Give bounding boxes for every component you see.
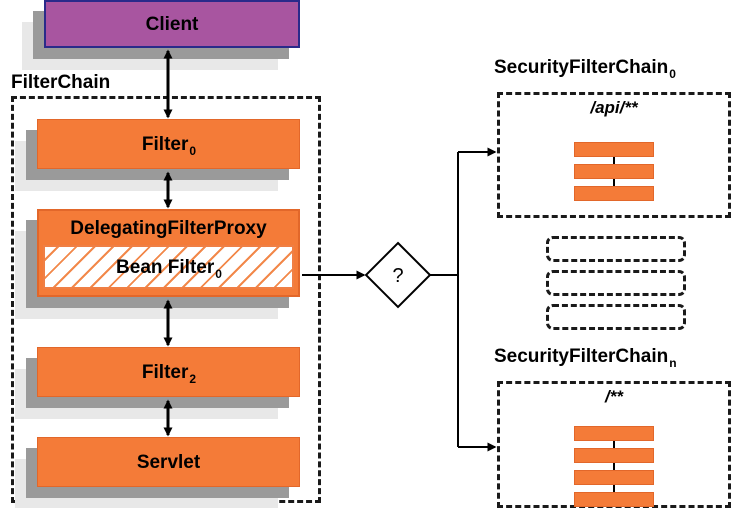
placeholder-chain-2 [546, 304, 686, 330]
security-chain-n-filter-2[interactable] [574, 470, 654, 485]
security-chain-n-connector-1 [613, 434, 615, 498]
security-chain-0-path-label: /api/** [497, 98, 731, 118]
security-chain-0-title-text: SecurityFilterChain [494, 57, 669, 78]
filter-0-label: Filter0 [141, 133, 196, 157]
client-label: Client [145, 13, 199, 35]
filter-2-label-sub: 2 [189, 371, 197, 386]
servlet-label: Servlet [136, 451, 201, 473]
filter-2-label-text: Filter [141, 361, 189, 383]
dfp-label: DelegatingFilterProxy [70, 217, 267, 239]
bean-filter-0-label: Bean Filter0 [116, 256, 222, 280]
filter-2-label: Filter2 [141, 361, 196, 385]
filter-2-face: Filter2 [37, 347, 300, 397]
security-chain-n-title: SecurityFilterChainn [494, 346, 677, 370]
security-chain-n-title-text: SecurityFilterChain [494, 346, 669, 367]
filterchain-group-title: FilterChain [11, 72, 110, 94]
security-chain-0-title-sub: 0 [669, 67, 676, 81]
bean-filter-0-box[interactable]: Bean Filter0 [43, 245, 294, 289]
security-chain-n-path-text: /** [605, 387, 623, 406]
servlet-face: Servlet [37, 437, 300, 487]
decision-diamond[interactable] [364, 241, 432, 309]
security-chain-0-filter-2[interactable] [574, 186, 654, 201]
filter-0-box[interactable]: Filter0 [15, 119, 300, 191]
filterchain-group-title-text: FilterChain [11, 72, 111, 93]
placeholder-chain-0 [546, 236, 686, 262]
security-chain-n-filter-0[interactable] [574, 426, 654, 441]
bean-filter-0-label-sub: 0 [215, 266, 222, 281]
security-chain-n-title-sub: n [669, 356, 677, 370]
security-chain-n-filter-1[interactable] [574, 448, 654, 463]
servlet-box[interactable]: Servlet [15, 437, 300, 508]
filter-2-box[interactable]: Filter2 [15, 347, 300, 419]
security-chain-n-path-label: /** [497, 387, 731, 407]
filter-0-label-sub: 0 [189, 143, 197, 158]
decision-diamond-label: ? [392, 265, 403, 287]
client-box-face: Client [44, 0, 300, 48]
filter-0-face: Filter0 [37, 119, 300, 169]
placeholder-chain-1 [546, 270, 686, 296]
filter-0-label-text: Filter [141, 133, 189, 155]
dfp-face: DelegatingFilterProxy Bean Filter0 [37, 209, 300, 297]
security-chain-n-filter-3[interactable] [574, 492, 654, 507]
security-chain-0-path-text: /api/** [590, 98, 638, 117]
security-chain-0-container [497, 92, 731, 218]
dfp-title-row: DelegatingFilterProxy [39, 211, 298, 245]
delegating-filter-proxy-box[interactable]: DelegatingFilterProxy Bean Filter0 [15, 209, 300, 319]
bean-filter-0-label-text: Bean Filter [116, 256, 215, 278]
client-box[interactable]: Client [22, 0, 300, 70]
security-chain-0-filter-1[interactable] [574, 164, 654, 179]
security-chain-0-title: SecurityFilterChain0 [494, 57, 676, 81]
security-chain-0-filter-0[interactable] [574, 142, 654, 157]
